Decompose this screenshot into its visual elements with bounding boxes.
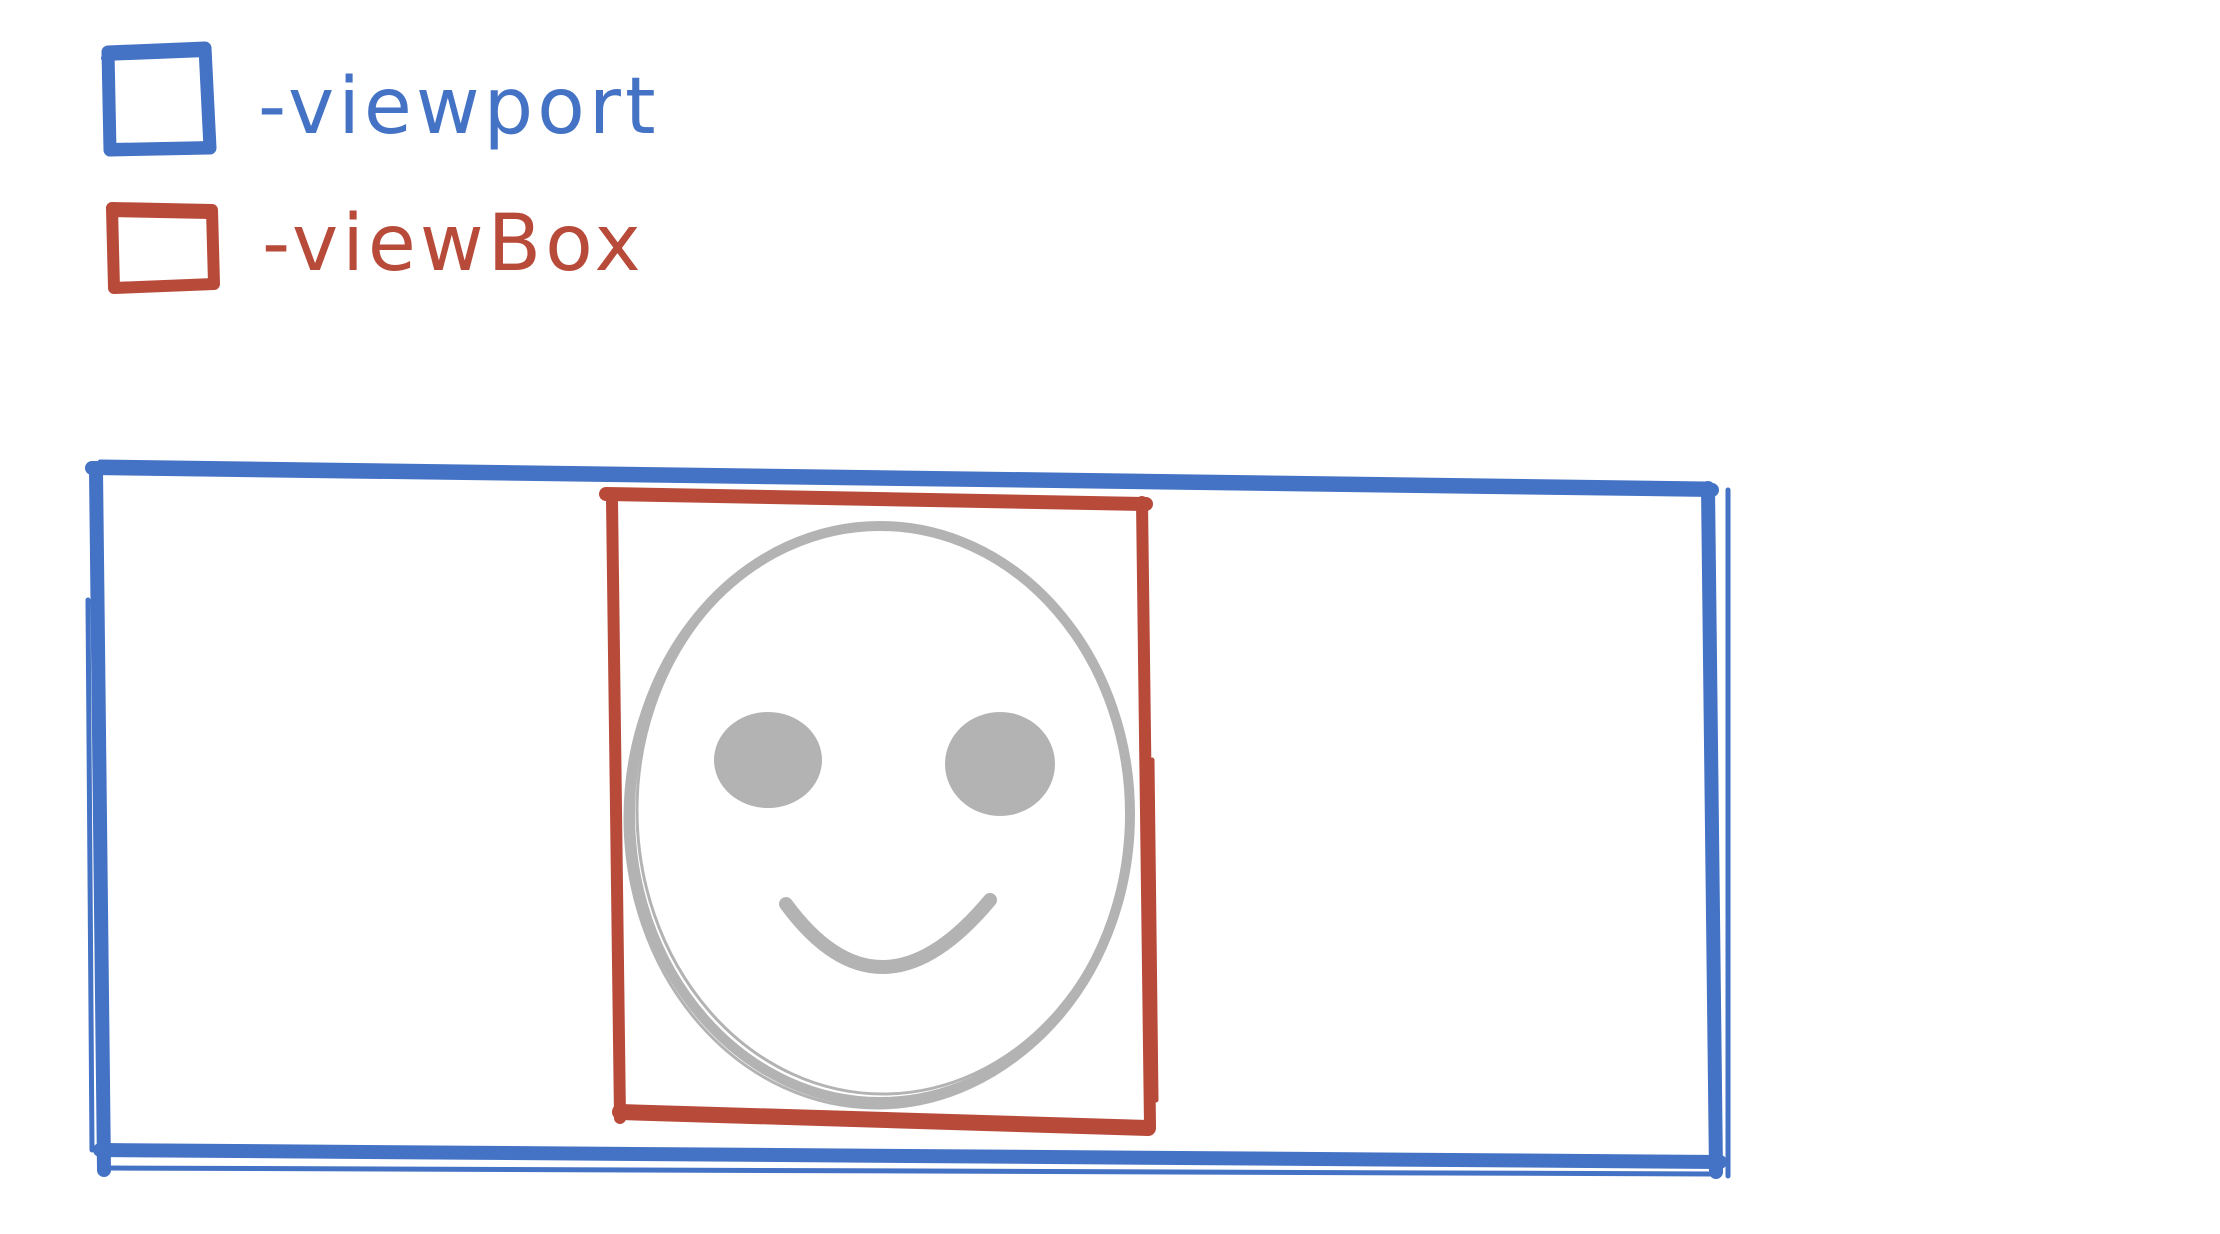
legend-viewport-swatch-icon: [101, 41, 217, 157]
legend-viewbox-label: -viewBox: [262, 199, 645, 289]
left-eye-icon: [714, 712, 822, 808]
right-eye-icon: [945, 712, 1055, 816]
legend-viewport-label: -viewport: [258, 62, 660, 152]
legend-viewbox-swatch-icon: [106, 202, 220, 294]
viewport-frame: [85, 459, 1731, 1179]
legend: -viewport -viewBox: [101, 41, 660, 294]
smiley-face-icon: [623, 521, 1135, 1110]
viewbox-frame: [599, 487, 1159, 1136]
